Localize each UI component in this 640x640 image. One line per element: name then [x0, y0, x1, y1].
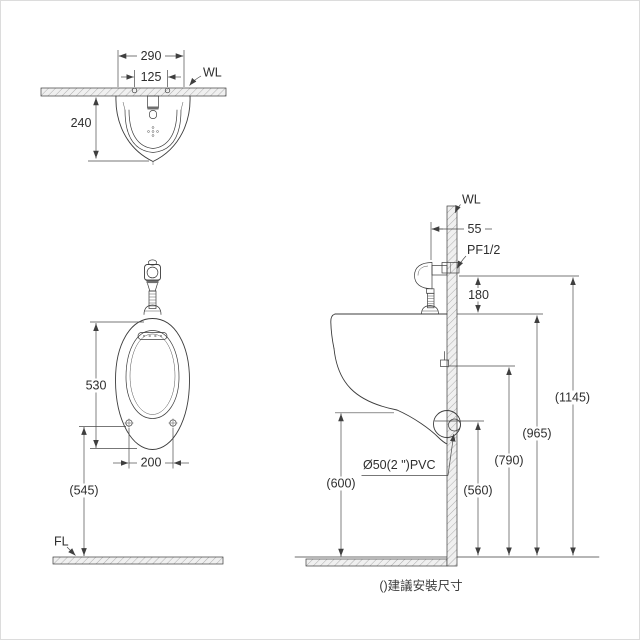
dim-125-label: 125 [141, 70, 162, 84]
dim-545-label: (545) [69, 484, 98, 498]
inlet-thread-label: PF1/2 [467, 243, 500, 257]
dim-600-label: (600) [326, 477, 355, 491]
dim-240-label: 240 [71, 116, 92, 130]
hanger-bolt-left [131, 87, 138, 94]
floor-line-label: FL [54, 535, 69, 549]
wall-line-callout-side: WL [454, 193, 481, 214]
dim-560: (560) [461, 422, 495, 556]
dim-180-label: 180 [468, 288, 489, 302]
wall-section-side-view [446, 205, 458, 567]
dim-1145-label: (1145) [555, 391, 590, 405]
dim-545: (545) [67, 426, 126, 556]
dim-965: (965) [520, 315, 554, 556]
wall-line-callout-top: WL [189, 66, 222, 86]
dim-965-label: (965) [522, 427, 551, 441]
dim-530-label: 530 [86, 379, 107, 393]
outlet-pipe-label: Ø50(2 ")PVC [363, 458, 436, 472]
dim-180: 180 [465, 277, 492, 313]
dim-290: 290 [117, 49, 185, 87]
dim-530: 530 [83, 321, 144, 449]
floor-section-side-view [305, 558, 448, 567]
dim-55: 55 [430, 222, 492, 260]
urinal-front-view [115, 318, 190, 450]
dim-200-label: 200 [141, 456, 162, 470]
dim-200: 200 [113, 428, 189, 470]
top-view: 290 125 240 WL [40, 49, 227, 165]
wall-line-label-top: WL [203, 66, 222, 80]
dim-790: (790) [492, 367, 526, 556]
hanger-bolt-right [164, 87, 171, 94]
dim-125: 125 [121, 70, 181, 87]
floor-section-front-view [52, 556, 224, 565]
wall-section-top-view [40, 87, 227, 97]
front-view: 530 (545) 200 FL [52, 259, 224, 565]
dim-240: 240 [71, 97, 149, 162]
footnote-suggested-installation-dimensions: ()建議安裝尺寸 [379, 578, 462, 593]
flush-valve-front [143, 259, 162, 315]
dim-1145: (1145) [552, 277, 593, 556]
spreader-bar [137, 332, 168, 340]
inlet-thread-callout: PF1/2 [456, 243, 500, 269]
dim-560-label: (560) [463, 484, 492, 498]
urinal-side-view [330, 313, 461, 445]
dim-600: (600) [323, 412, 394, 557]
urinal-top-view [115, 87, 191, 165]
side-view: WL 55 PF1/2 180 (560) [294, 193, 600, 567]
outlet-pipe-callout: Ø50(2 ")PVC [361, 433, 456, 476]
flush-valve-plan [147, 95, 159, 109]
drain-holes [147, 126, 159, 137]
dim-290-label: 290 [141, 49, 162, 63]
floor-line-callout: FL [54, 535, 76, 556]
dim-55-label: 55 [468, 222, 482, 236]
wall-line-label-side: WL [462, 193, 481, 207]
dim-790-label: (790) [494, 454, 523, 468]
